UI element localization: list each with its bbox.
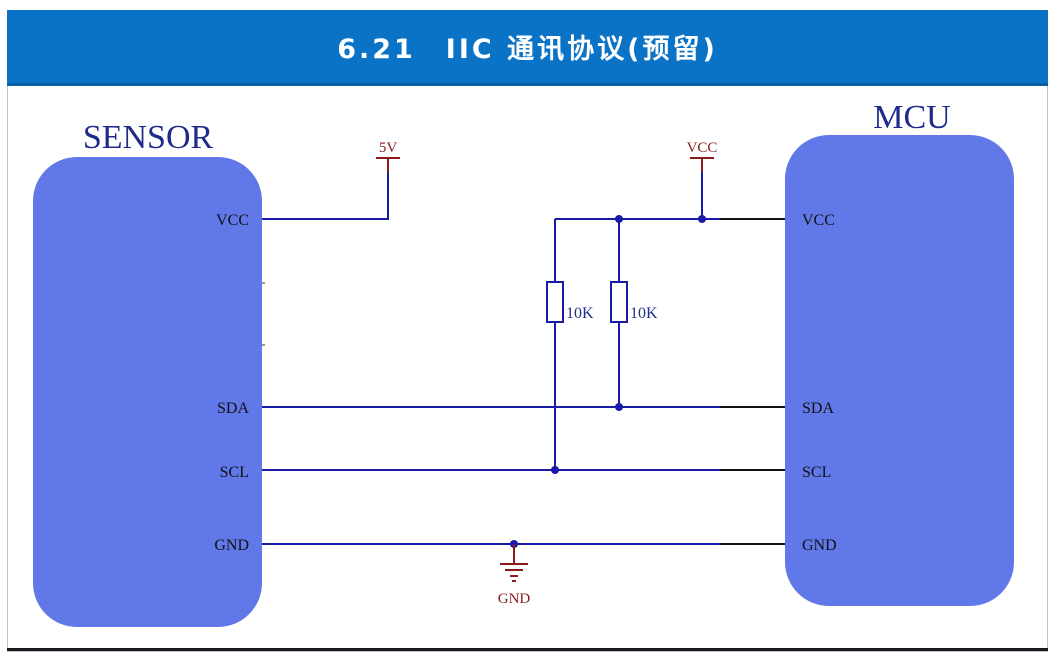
r2-resistor (610, 281, 628, 323)
sensor-pin-sda: SDA (217, 400, 249, 417)
power-vcc-label: VCC (687, 140, 718, 156)
section-title: 6.21 IIC 通讯协议(预留) (337, 34, 718, 65)
mcu-pin-sda: SDA (802, 400, 834, 417)
mcu-pin-scl: SCL (802, 464, 831, 481)
r1-value: 10K (566, 305, 594, 322)
r2-value: 10K (630, 305, 658, 322)
mcu-pin-gnd: GND (802, 537, 837, 554)
power-gnd-label: GND (498, 591, 531, 607)
section-header: 6.21 IIC 通讯协议(预留) (7, 10, 1048, 86)
sensor-block (33, 157, 262, 627)
junction-dot (615, 403, 623, 411)
junction-dot (698, 215, 706, 223)
sensor-vcc-wire (262, 172, 389, 220)
sensor-pin-scl: SCL (220, 464, 249, 481)
r1-resistor (546, 281, 564, 323)
power-5v-label: 5V (379, 140, 398, 156)
mcu-block (785, 135, 1014, 606)
sensor-pin-vcc: VCC (216, 212, 249, 229)
sensor-pin-gnd: GND (214, 537, 249, 554)
sensor-title: SENSOR (83, 119, 214, 156)
junction-dot (551, 466, 559, 474)
mcu-title: MCU (873, 99, 950, 136)
bottom-rule (7, 648, 1048, 651)
mcu-pin-vcc: VCC (802, 212, 835, 229)
